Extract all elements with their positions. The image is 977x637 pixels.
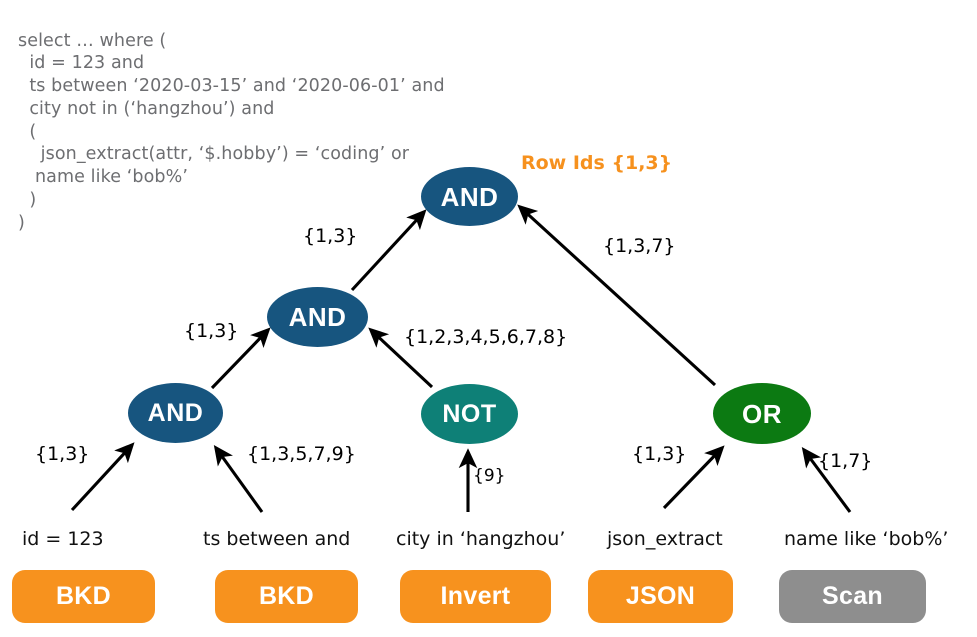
node-and-root-label: AND (440, 181, 499, 212)
edge-or-to-root (517, 204, 717, 387)
executor-json-label: JSON (625, 582, 696, 610)
node-or-label: OR (742, 398, 782, 429)
executor-json[interactable]: JSON (588, 570, 733, 623)
leaf-city: city in ‘hangzhou’ (396, 528, 566, 550)
node-and-root[interactable]: AND (421, 167, 518, 226)
executor-bkd-1-label: BKD (55, 582, 112, 610)
node-and-mid[interactable]: AND (267, 287, 368, 347)
row-ids-annotation: Row Ids {1,3} (521, 152, 673, 174)
edge-label-or-to-root: {1,3,7} (603, 235, 676, 257)
node-and-left-label: AND (147, 398, 204, 427)
executor-bkd-2-label: BKD (258, 582, 315, 610)
edge-label-name-to-or: {1,7} (818, 450, 873, 472)
node-and-mid-label: AND (288, 302, 347, 332)
edge-label-city-to-not: {9} (473, 466, 506, 486)
executor-bkd-2[interactable]: BKD (215, 570, 358, 623)
node-or[interactable]: OR (713, 383, 811, 444)
executor-scan[interactable]: Scan (779, 570, 926, 623)
node-not-label: NOT (442, 399, 497, 428)
leaf-ts: ts between and (203, 528, 351, 550)
edge-label-and-left-to-mid: {1,3} (184, 320, 239, 342)
edge-label-ts-to-andleft: {1,3,5,7,9} (247, 443, 356, 465)
leaf-id: id = 123 (22, 528, 104, 550)
leaf-json: json_extract (607, 528, 723, 550)
executor-scan-label: Scan (822, 582, 883, 610)
executor-invert-label: Invert (440, 582, 511, 610)
edge-label-and-mid-to-root: {1,3} (303, 225, 358, 247)
edge-label-json-to-or: {1,3} (632, 443, 687, 465)
edge-label-id-to-andleft: {1,3} (35, 443, 90, 465)
node-and-left[interactable]: AND (128, 383, 223, 443)
sql-query-text: select … where ( id = 123 and ts between… (18, 30, 445, 233)
executor-bkd-1[interactable]: BKD (12, 570, 155, 623)
executor-invert[interactable]: Invert (400, 570, 551, 623)
edge-label-not-to-mid: {1,2,3,4,5,6,7,8} (404, 326, 568, 348)
leaf-name: name like ‘bob%’ (784, 528, 949, 550)
node-not[interactable]: NOT (421, 384, 518, 444)
